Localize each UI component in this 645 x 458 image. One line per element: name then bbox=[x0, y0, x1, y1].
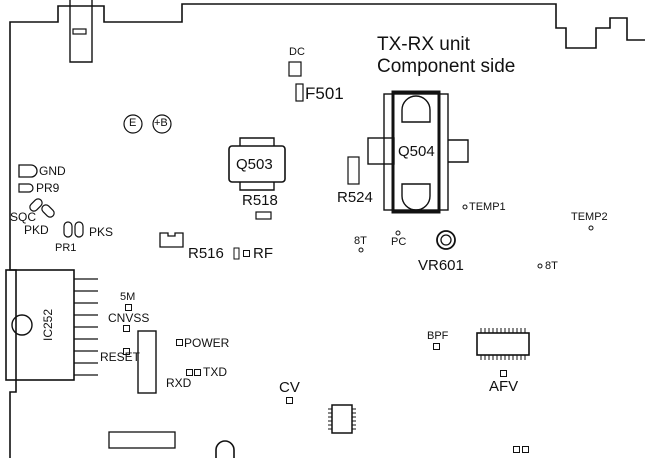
pc-label: PC bbox=[391, 236, 407, 248]
power-pad bbox=[176, 339, 183, 346]
pr9-led bbox=[18, 183, 34, 193]
bottom-pad-a bbox=[513, 446, 520, 453]
rf-pad bbox=[243, 250, 250, 257]
5m-label: 5M bbox=[120, 291, 136, 303]
pc-dot bbox=[395, 230, 401, 236]
t8-left-dot bbox=[358, 247, 364, 253]
8t-right-label: 8T bbox=[545, 260, 558, 272]
q503-transistor bbox=[228, 137, 286, 191]
f501-fuse bbox=[295, 83, 304, 102]
e-label: E bbox=[129, 117, 137, 129]
r516-connector bbox=[159, 232, 184, 248]
sqc-led bbox=[29, 198, 43, 212]
q504-label: Q504 bbox=[398, 143, 435, 160]
e-terminal bbox=[123, 114, 143, 134]
temp1-label: TEMP1 bbox=[469, 201, 506, 213]
plus-b-label: +B bbox=[154, 117, 168, 129]
bpf-pad bbox=[433, 343, 440, 350]
reset-label: RESET bbox=[100, 350, 141, 364]
vr601-label: VR601 bbox=[418, 257, 464, 274]
5m-pad bbox=[125, 304, 132, 311]
q504-transistor bbox=[367, 90, 469, 214]
bpf-label: BPF bbox=[427, 330, 449, 342]
rxd-pad bbox=[186, 369, 193, 376]
pkd-led bbox=[41, 204, 55, 218]
plus-b-terminal bbox=[152, 114, 172, 134]
pr1-led-a bbox=[63, 221, 73, 238]
r518-label: R518 bbox=[242, 192, 278, 209]
pks-label: PKS bbox=[89, 225, 114, 239]
r516-resistor bbox=[233, 247, 240, 260]
r524-label: R524 bbox=[337, 189, 373, 206]
gnd-led bbox=[18, 164, 38, 178]
temp2-label: TEMP2 bbox=[571, 211, 608, 223]
dc-label: DC bbox=[289, 46, 305, 58]
bottom-notch bbox=[215, 440, 235, 458]
pr1-led-b bbox=[74, 221, 84, 238]
dc-pad bbox=[288, 61, 302, 77]
ic252-chip bbox=[5, 269, 98, 381]
afv-label: AFV bbox=[489, 378, 519, 395]
pr9-label: PR9 bbox=[36, 181, 60, 195]
t8-right-dot bbox=[537, 263, 543, 269]
r518-resistor bbox=[255, 211, 272, 220]
8t-left-label: 8T bbox=[354, 235, 367, 247]
connector-bottom bbox=[108, 431, 176, 449]
top-connector bbox=[69, 0, 93, 63]
r524-resistor bbox=[347, 156, 360, 185]
txd-pad bbox=[194, 369, 201, 376]
temp1-dot bbox=[462, 204, 468, 210]
ic252-label: IC252 bbox=[41, 308, 55, 342]
reset-pad bbox=[123, 348, 130, 355]
gnd-label: GND bbox=[39, 164, 66, 178]
q503-label: Q503 bbox=[236, 156, 273, 173]
cnvss-pad bbox=[123, 325, 130, 332]
cnvss-label: CNVSS bbox=[108, 311, 150, 325]
afv-ic bbox=[476, 328, 530, 360]
pkd-label: PKD bbox=[24, 223, 49, 237]
prog-connector bbox=[137, 330, 157, 394]
title-line-1: TX-RX unit bbox=[377, 34, 470, 55]
power-label: POWER bbox=[184, 336, 230, 350]
rxd-label: RXD bbox=[166, 376, 192, 390]
cv-pad bbox=[286, 397, 293, 404]
vr601-pot bbox=[436, 230, 456, 250]
temp2-dot bbox=[588, 225, 594, 231]
f501-label: F501 bbox=[305, 84, 344, 103]
bottom-pad-b bbox=[522, 446, 529, 453]
title-line-2: Component side bbox=[377, 56, 516, 77]
txd-label: TXD bbox=[203, 365, 227, 379]
cv-label: CV bbox=[279, 379, 300, 396]
sqc-label: SQC bbox=[10, 210, 37, 224]
r516-label: R516 bbox=[188, 245, 224, 262]
rf-label: RF bbox=[253, 245, 273, 262]
pr1-label: PR1 bbox=[55, 242, 77, 254]
top-connector-pin bbox=[72, 28, 87, 35]
afv-pad bbox=[500, 370, 507, 377]
cv-ic bbox=[328, 404, 356, 434]
